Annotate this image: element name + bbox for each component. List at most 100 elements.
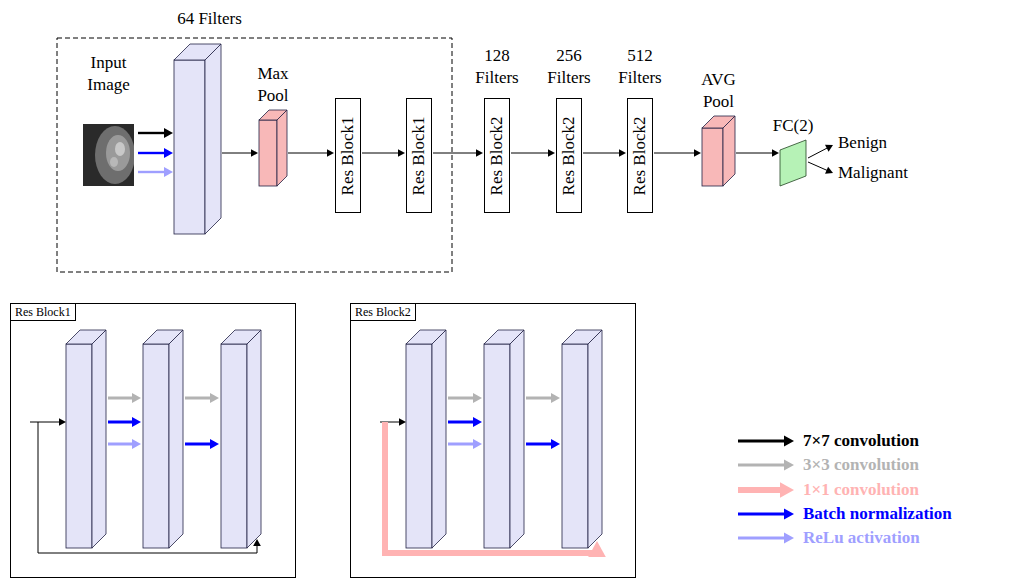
- layer-slab: [66, 330, 106, 548]
- tissue-bright: [110, 157, 118, 167]
- arrow-line: [138, 152, 167, 154]
- flow-arrow: [511, 149, 555, 157]
- arrow-head: [327, 149, 334, 157]
- tissue-dense: [106, 135, 130, 171]
- arrow-head: [164, 167, 173, 177]
- arrow-head: [164, 148, 173, 158]
- heading-group: 128 Filters: [469, 45, 525, 89]
- arrow-head: [132, 417, 141, 427]
- arrow-head: [825, 167, 833, 174]
- legend-text: 7×7 convolution: [803, 431, 919, 451]
- arrow-line: [738, 487, 784, 493]
- arrow-line: [448, 397, 476, 400]
- slab-side: [588, 330, 602, 548]
- image-ground: [83, 124, 134, 186]
- slab-front: [143, 344, 169, 548]
- arrow-line: [185, 397, 213, 400]
- arrow-head: [548, 149, 555, 157]
- layer-label: 256 Filters: [541, 45, 597, 89]
- fc-layer: FC(2): [780, 140, 806, 186]
- layer-slab: [702, 116, 735, 186]
- arrow-head: [473, 439, 482, 449]
- mammogram-image: [83, 124, 134, 186]
- arrow-line: [738, 440, 787, 443]
- arrow-head: [772, 149, 779, 157]
- arrow-head: [210, 393, 219, 403]
- arrow-head: [164, 128, 173, 138]
- res-block: 128 FiltersRes Block2: [484, 98, 510, 213]
- image-caption: Input Image: [80, 52, 137, 96]
- output-arrow: [808, 162, 833, 174]
- heading-group: 64 Filters: [177, 8, 242, 30]
- dashed-group-outline: [57, 38, 452, 272]
- class-label: Benign: [838, 132, 887, 154]
- flow-arrow: [222, 149, 258, 157]
- legend-sample: [736, 480, 798, 500]
- arrow-head: [473, 393, 482, 403]
- arrow-head: [398, 149, 405, 157]
- slab-side: [432, 330, 446, 548]
- fc-shape: [780, 140, 806, 186]
- arrow-line: [654, 153, 696, 154]
- conv3x3-arrow: [108, 393, 141, 403]
- input-image: Input Image: [80, 52, 137, 190]
- arrow-line: [738, 464, 787, 467]
- slab-outline: [259, 110, 287, 186]
- slab-side: [169, 330, 183, 548]
- pool-layer: Max Pool: [259, 110, 287, 186]
- arrow-head: [473, 417, 482, 427]
- layer-slab: [406, 330, 446, 548]
- arrow-line: [736, 153, 774, 154]
- skip-connection: [38, 422, 261, 553]
- layer-slab: [484, 330, 524, 548]
- layer-slab: [259, 110, 287, 186]
- arrow-line: [808, 162, 829, 171]
- block-name: Res Block2: [486, 116, 508, 195]
- arrow-head: [784, 508, 794, 519]
- arrow-head: [588, 541, 606, 557]
- batchnorm-arrow: [185, 439, 219, 449]
- arrow-head: [253, 539, 261, 546]
- legend-text: 1×1 convolution: [803, 480, 919, 500]
- arrow-head: [476, 149, 483, 157]
- arrow-head: [551, 439, 560, 449]
- slab-front: [66, 344, 92, 548]
- arrow-line: [222, 153, 253, 154]
- layer-slab: [221, 330, 261, 548]
- legend-arrow: [738, 482, 794, 497]
- legend-text: Batch normalization: [803, 504, 952, 524]
- arrow-line: [108, 443, 135, 446]
- flow-arrow: [362, 149, 405, 157]
- arrow-line: [448, 421, 476, 424]
- slab-front: [174, 60, 205, 234]
- slab-front: [562, 344, 588, 548]
- arrow-head: [780, 482, 794, 497]
- batchnorm-arrow: [448, 417, 482, 427]
- flow-arrow: [433, 149, 483, 157]
- input-arrow: [30, 418, 66, 426]
- conv3x3-arrow: [526, 393, 560, 403]
- arrow-head: [251, 149, 258, 157]
- arrow-line: [108, 421, 135, 424]
- arrow-line: [108, 397, 135, 400]
- output-arrow: [808, 145, 833, 158]
- slab-front: [484, 344, 510, 548]
- arrow-head: [784, 460, 794, 471]
- legend-arrow: [738, 533, 794, 544]
- arrow-head: [551, 393, 560, 403]
- res-block: 256 FiltersRes Block2: [556, 98, 582, 213]
- arrow-head: [132, 439, 141, 449]
- res-block: Res Block1: [335, 98, 361, 213]
- arrow-line: [433, 153, 478, 154]
- slab-outline: [174, 44, 221, 234]
- arrow-head: [825, 145, 833, 152]
- relu-arrow: [448, 439, 482, 449]
- arrow-line: [185, 443, 213, 446]
- layer-label: 64 Filters: [177, 8, 242, 30]
- relu-arrow: [108, 439, 141, 449]
- arrow-line: [511, 153, 550, 154]
- slab-front: [406, 344, 432, 548]
- legend-text: ReLu activation: [803, 528, 920, 548]
- flow-arrow: [654, 149, 701, 157]
